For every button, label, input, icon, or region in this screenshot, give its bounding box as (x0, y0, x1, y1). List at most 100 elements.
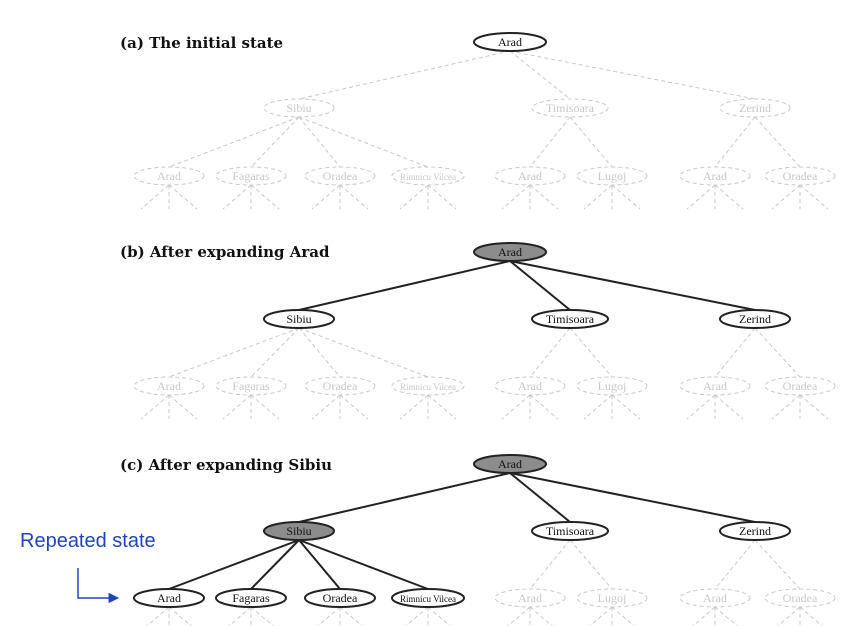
panel-b-stub-edge-5-2 (611, 394, 641, 420)
panel-c-node-root: Arad (473, 454, 547, 474)
panel-a-node-root-label: Arad (498, 35, 522, 49)
panel-a-stub-edge-3-0 (399, 184, 429, 210)
panel-a-stub-edge-3-2 (427, 184, 457, 210)
panel-c-node-l2-0-shape (133, 588, 205, 608)
panel-a-node-l2-4-shape (494, 166, 566, 186)
panel-a-node-l2-1: Fagaras (215, 166, 287, 186)
panel-b-node-l2-5-shape (576, 376, 648, 396)
panel-c-node-l2-7-label: Oradea (783, 591, 818, 605)
panel-c-node-l1-1: Timisoara (531, 521, 609, 541)
panel-c-stub-edge-4-0 (507, 606, 531, 626)
repeated-state-arrow (77, 568, 120, 604)
panel-b-stub-edge-4-0 (501, 394, 531, 420)
panel-a-stub-edge-0-2 (168, 184, 198, 210)
panel-c-node-l2-4-label: Arad (518, 591, 542, 605)
panel-c-node-l2-2-label: Oradea (323, 591, 358, 605)
panel-c-node-l1-0: Sibiu (263, 521, 335, 541)
panel-b-node-l2-4-label: Arad (518, 379, 542, 393)
panel-c-node-l2-5-label: Lugoj (598, 591, 627, 605)
panel-b-node-l2-7-label: Oradea (783, 379, 818, 393)
panel-c-stub-edge-1-0 (228, 606, 252, 626)
panel-b-stub-edge-2-2 (339, 394, 369, 420)
panel-b-node-root: Arad (473, 242, 547, 262)
panel-a-edge-root-1 (509, 50, 571, 100)
panel-b-stub-edge-2-0 (311, 394, 341, 420)
panel-c-stub-edge-6-2 (714, 606, 738, 626)
panel-a-node-l2-0: Arad (133, 166, 205, 186)
panel-c-edge-2-7 (754, 539, 801, 590)
panel-a-stub-edge-1-0 (222, 184, 252, 210)
panel-c-node-l1-0-label: Sibiu (286, 524, 311, 538)
panel-c-node-l2-5: Lugoj (576, 588, 648, 608)
panel-c-edge-root-0 (298, 472, 511, 523)
panel-c-node-l1-0-shape (263, 521, 335, 541)
panel-a-edge-0-0 (168, 116, 300, 168)
panel-b-edge-0-2 (298, 327, 341, 378)
panel-b-edge-0-1 (250, 327, 300, 378)
panel-b-node-root-shape (473, 242, 547, 262)
panel-a-node-l2-5-shape (576, 166, 648, 186)
panel-b-node-l2-1: Fagaras (215, 376, 287, 396)
panel-c-edge-0-2 (298, 539, 341, 590)
panel-c-stub-edge-4-2 (529, 606, 553, 626)
panel-b-node-l2-2-label: Oradea (323, 379, 358, 393)
panel-a-stub-edge-2-2 (339, 184, 369, 210)
panel-b-node-root-label: Arad (498, 245, 522, 259)
panel-a-stub-edge-7-0 (771, 184, 801, 210)
panel-a-stub-edge-4-0 (501, 184, 531, 210)
panel-a-node-root: Arad (473, 32, 547, 52)
panel-a-stub-edge-4-2 (529, 184, 559, 210)
panel-b-node-l1-2-label: Zerind (739, 312, 771, 326)
panel-b-stub-edge-0-2 (168, 394, 198, 420)
panel-b-node-l2-6: Arad (679, 376, 751, 396)
panel-c-node-l2-3-shape (391, 588, 465, 608)
panel-b-stub-edge-4-2 (529, 394, 559, 420)
panel-a-node-l2-4: Arad (494, 166, 566, 186)
panel-a-edge-1-5 (569, 116, 613, 168)
panel-b-edge-2-7 (754, 327, 801, 378)
panel-b-node-l1-0-shape (263, 309, 335, 329)
panel-a-node-l2-2-label: Oradea (323, 169, 358, 183)
panel-a-node-l1-2: Zerind (719, 98, 791, 118)
panel-a-node-l2-0-label: Arad (157, 169, 181, 183)
panel-c-node-l1-2-shape (719, 521, 791, 541)
panel-c-edge-0-0 (168, 539, 300, 590)
panel-a-stub-edge-6-0 (686, 184, 716, 210)
panel-b-node-l1-1-label: Timisoara (546, 312, 595, 326)
panel-a-node-l2-2-shape (304, 166, 376, 186)
panel-a-node-l1-1: Timisoara (531, 98, 609, 118)
panel-b-stub-edge-3-2 (427, 394, 457, 420)
panel-a-stub-edge-2-0 (311, 184, 341, 210)
panel-c-stub-edge-6-0 (692, 606, 716, 626)
panel-c-stub-edge-2-0 (317, 606, 341, 626)
panel-b-node-l2-5-label: Lugoj (598, 379, 627, 393)
panel-c-node-l2-7: Oradea (764, 588, 836, 608)
panel-b-stub-edge-5-0 (583, 394, 613, 420)
panel-c-edge-root-1 (509, 472, 571, 523)
panel-c-node-l2-1-shape (215, 588, 287, 608)
panel-b-edge-2-6 (714, 327, 756, 378)
panel-b-edge-root-0 (298, 260, 511, 311)
panel-b-node-l2-3-label: Rimnicu Vilcea (400, 382, 456, 392)
panel-b-stub-edge-0-0 (140, 394, 170, 420)
panel-c-stub-edge-3-2 (427, 606, 451, 626)
panel-a-node-l2-7-label: Oradea (783, 169, 818, 183)
panel-b-node-l2-3: Rimnicu Vilcea (391, 376, 465, 396)
panel-b-edge-1-5 (569, 327, 613, 378)
panel-a-node-l2-3-shape (391, 166, 465, 186)
panel-a-stub-edge-5-2 (611, 184, 641, 210)
panel-c-node-l2-1: Fagaras (215, 588, 287, 608)
panel-b-node-l2-1-label: Fagaras (232, 379, 270, 393)
panel-c-node-l2-1-label: Fagaras (232, 591, 270, 605)
panel-b-node-l2-4: Arad (494, 376, 566, 396)
panel-c-node-l2-6-shape (679, 588, 751, 608)
panel-c-edge-2-6 (714, 539, 756, 590)
panel-b-node-l2-7-shape (764, 376, 836, 396)
panel-c-edge-root-2 (509, 472, 756, 523)
panel-a-edge-1-4 (529, 116, 571, 168)
panel-b-node-l2-0-label: Arad (157, 379, 181, 393)
panel-c-edge-0-1 (250, 539, 300, 590)
panel-b-stub-edge-7-0 (771, 394, 801, 420)
panel-b-node-l2-6-label: Arad (703, 379, 727, 393)
panel-b-node-l2-0-shape (133, 376, 205, 396)
